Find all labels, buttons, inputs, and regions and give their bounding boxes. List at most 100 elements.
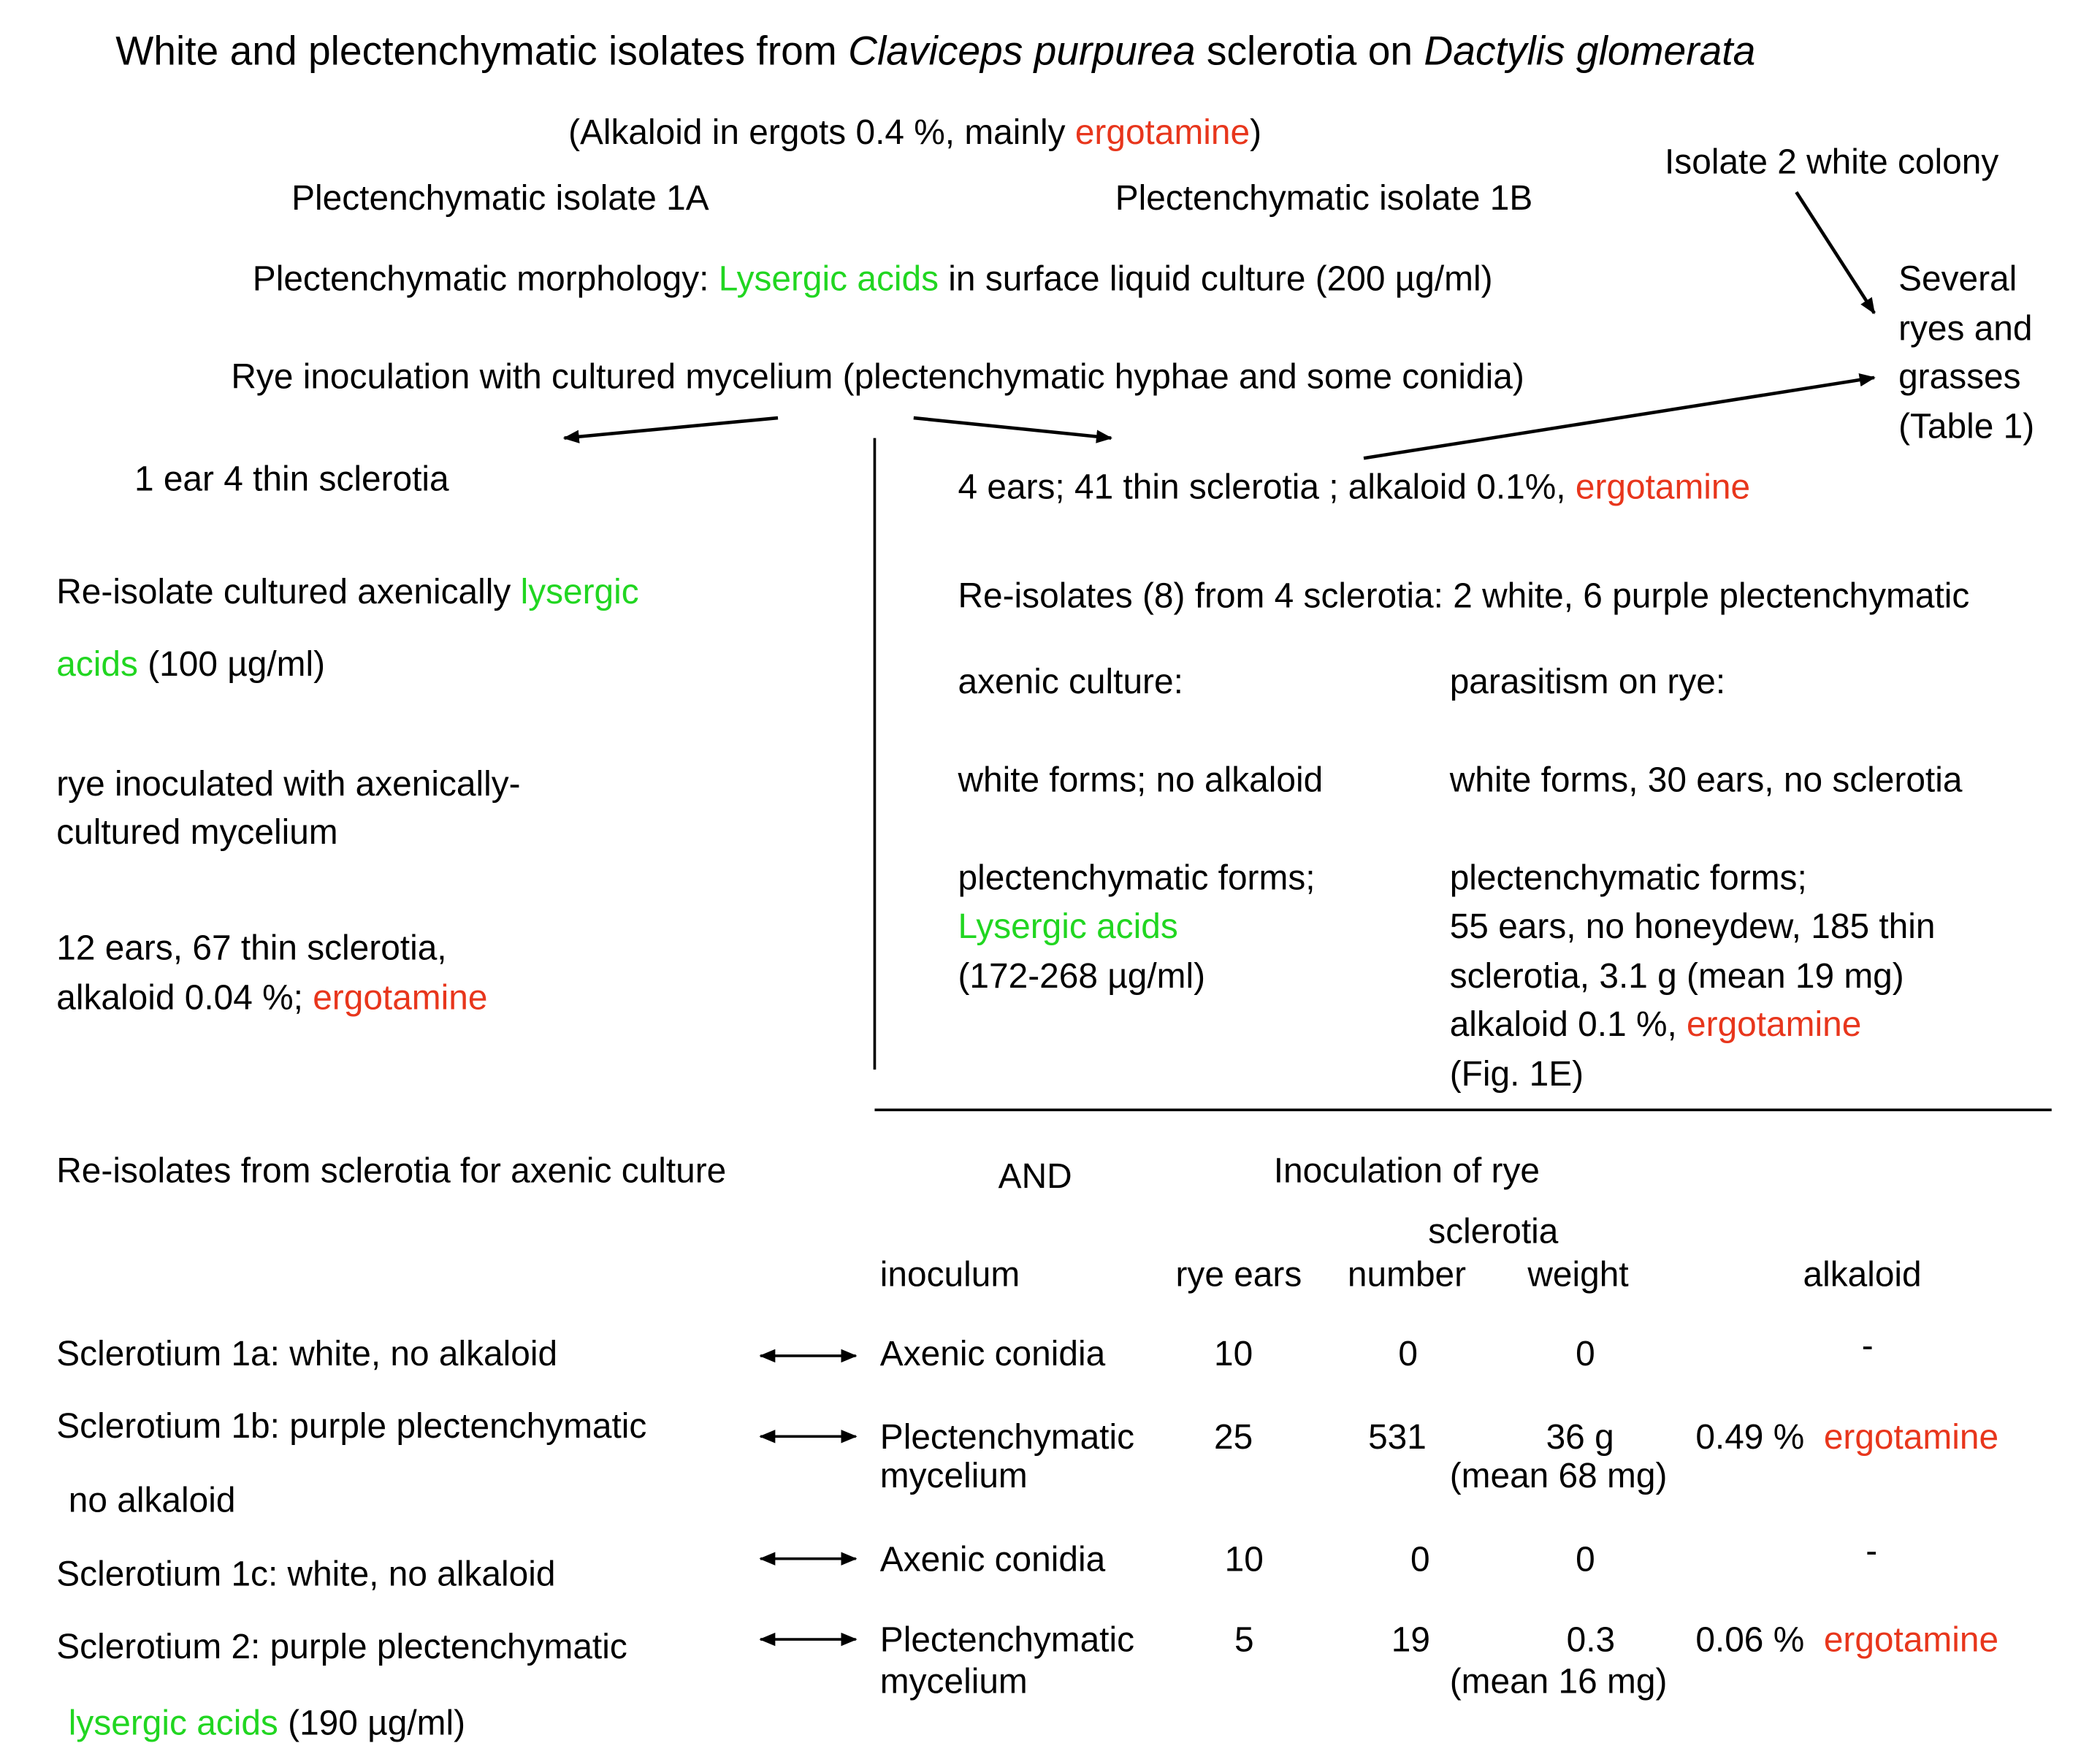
header-alkaloid: alkaloid: [1803, 1254, 1922, 1294]
row-4-sclerotium: Sclerotium 2: purple plectenchymatic: [56, 1625, 627, 1666]
title-text: White and plectenchymatic isolates from: [115, 29, 849, 75]
isolate-2-label: Isolate 2 white colony: [1665, 141, 1999, 182]
ergotamine-label: ergotamine: [1687, 1004, 1862, 1045]
row-4-inoculum-1: Plectenchymatic: [879, 1619, 1135, 1660]
inoculation-title: Inoculation of rye: [1273, 1150, 1540, 1191]
morphology-line: Plectenchymatic morphology: Lysergic aci…: [253, 261, 1493, 296]
header-inoculum: inoculum: [879, 1254, 1020, 1294]
row-4-sclerotium-alkaloid: lysergic acids (190 µg/ml): [69, 1705, 465, 1740]
several-ryes-line-2: ryes and: [1898, 308, 2033, 348]
row-1-ears: 10: [1213, 1332, 1253, 1373]
left-result-text: alkaloid 0.04 %;: [56, 977, 313, 1018]
lysergic-acids-label: lysergic acids: [68, 1702, 278, 1743]
row-2-inoculum-2: mycelium: [879, 1455, 1028, 1496]
row-2-ears: 25: [1213, 1416, 1253, 1457]
figure-title: White and plectenchymatic isolates from …: [115, 29, 1756, 75]
row-2-alkaloid: 0.49 % ergotamine: [1695, 1419, 1998, 1454]
plect-parasitism-line-1: plectenchymatic forms;: [1449, 857, 1807, 898]
ergotamine-label: ergotamine: [313, 977, 488, 1018]
row-4-number: 19: [1391, 1619, 1430, 1660]
row-3-ears: 10: [1224, 1538, 1264, 1579]
alkaloid-note: (Alkaloid in ergots 0.4 %, mainly ergota…: [568, 114, 1261, 149]
left-rye-inoc-line-2: cultured mycelium: [56, 811, 338, 853]
row-4-alkaloid: 0.06 % ergotamine: [1695, 1622, 1998, 1657]
plect-parasitism-alkaloid: alkaloid 0.1 %,: [1449, 1004, 1687, 1045]
row-4-ears: 5: [1234, 1619, 1254, 1660]
left-result-line-2: alkaloid 0.04 %; ergotamine: [56, 980, 487, 1015]
row-3-inoculum: Axenic conidia: [879, 1538, 1106, 1579]
title-text-mid: sclerotia on: [1195, 29, 1424, 75]
right-ears-result: 4 ears; 41 thin sclerotia ; alkaloid 0.1…: [958, 469, 1750, 504]
row-1-weight: 0: [1576, 1332, 1595, 1373]
row-3-sclerotium: Sclerotium 1c: white, no alkaloid: [56, 1553, 556, 1594]
reisolates-title: Re-isolates from sclerotia for axenic cu…: [56, 1150, 727, 1191]
acids-label: acids: [56, 644, 138, 685]
plect-axenic-line-1: plectenchymatic forms;: [958, 857, 1316, 898]
row-2-weight-mean: (mean 68 mg): [1449, 1455, 1668, 1496]
ergotamine-label: ergotamine: [1823, 1416, 1999, 1457]
left-reisolate-line-2: acids (100 µg/ml): [56, 647, 325, 682]
plect-parasitism-line-4: alkaloid 0.1 %, ergotamine: [1450, 1007, 1862, 1042]
row-2-sclerotium: Sclerotium 1b: purple plectenchymatic: [56, 1406, 647, 1446]
row-2-inoculum-1: Plectenchymatic: [879, 1416, 1135, 1457]
ergotamine-label: ergotamine: [1823, 1619, 1999, 1660]
isolate-1a-label: Plectenchymatic isolate 1A: [291, 177, 709, 218]
row-1-number: 0: [1398, 1332, 1418, 1373]
header-sclerotia: sclerotia: [1428, 1210, 1559, 1251]
plect-parasitism-fig-ref: (Fig. 1E): [1449, 1053, 1584, 1094]
row-1-inoculum: Axenic conidia: [879, 1332, 1106, 1373]
morphology-text-post: in surface liquid culture (200 µg/ml): [939, 258, 1493, 299]
morphology-text: Plectenchymatic morphology:: [252, 258, 719, 299]
left-ear-result: 1 ear 4 thin sclerotia: [134, 458, 449, 499]
several-ryes-line-1: Several: [1898, 258, 2017, 299]
arrow-to-left-branch: [562, 416, 779, 443]
lysergic-label: lysergic: [520, 571, 639, 611]
alkaloid-note-close: ): [1250, 111, 1262, 152]
title-species: Claviceps purpurea: [848, 29, 1196, 75]
several-ryes-line-3: grasses: [1898, 356, 2021, 397]
header-number: number: [1347, 1254, 1467, 1294]
row-3-number: 0: [1410, 1538, 1430, 1579]
ergotamine-label: ergotamine: [1074, 111, 1251, 152]
arrow-isolate2-to-ryes: [1795, 191, 1876, 315]
row-2-alkaloid-pct: 0.49 %: [1695, 1416, 1805, 1457]
plect-axenic-conc: (172-268 µg/ml): [958, 955, 1206, 996]
lysergic-acids-label: Lysergic acids: [718, 258, 939, 299]
and-label: AND: [998, 1155, 1072, 1197]
right-reisolates-line: Re-isolates (8) from 4 sclerotia: 2 whit…: [958, 575, 1970, 616]
row-2-weight: 36 g: [1546, 1416, 1614, 1457]
row-1-alkaloid: -: [1861, 1324, 1874, 1365]
row-3-weight: 0: [1576, 1538, 1595, 1579]
plect-parasitism-line-3: sclerotia, 3.1 g (mean 19 mg): [1449, 955, 1904, 996]
row-2-number: 531: [1368, 1416, 1427, 1457]
left-reisolate-line-1: Re-isolate cultured axenically lysergic: [56, 573, 638, 609]
row-4-alkaloid-pct: 0.06 %: [1695, 1619, 1805, 1660]
arrow-right-branch-to-ryes: [1363, 373, 1876, 460]
plect-axenic-lysergic: Lysergic acids: [958, 905, 1178, 946]
right-ears-text: 4 ears; 41 thin sclerotia ; alkaloid 0.1…: [958, 466, 1576, 507]
left-result-line-1: 12 ears, 67 thin sclerotia,: [56, 927, 447, 968]
header-weight: weight: [1527, 1254, 1629, 1294]
ergotamine-label: ergotamine: [1575, 466, 1751, 507]
several-ryes-line-4: (Table 1): [1898, 405, 2035, 446]
row-1-sclerotium: Sclerotium 1a: white, no alkaloid: [56, 1332, 558, 1373]
row-4-weight-mean: (mean 16 mg): [1449, 1660, 1668, 1701]
white-forms-parasitism: white forms, 30 ears, no sclerotia: [1449, 759, 1963, 800]
left-reisolate-conc: (100 µg/ml): [137, 644, 326, 685]
title-host: Dactylis glomerata: [1424, 29, 1756, 75]
header-rye-ears: rye ears: [1175, 1254, 1302, 1294]
left-reisolate-text: Re-isolate cultured axenically: [56, 571, 521, 611]
left-rye-inoc-line-1: rye inoculated with axenically-: [56, 763, 521, 804]
alkaloid-note-text: (Alkaloid in ergots 0.4 %, mainly: [568, 111, 1075, 152]
row-4-conc: (190 µg/ml): [278, 1702, 466, 1743]
axenic-culture-header: axenic culture:: [958, 660, 1183, 702]
isolate-1b-label: Plectenchymatic isolate 1B: [1115, 177, 1533, 218]
row-4-inoculum-2: mycelium: [879, 1660, 1028, 1701]
white-forms-axenic: white forms; no alkaloid: [958, 759, 1324, 800]
row-3-alkaloid: -: [1866, 1530, 1878, 1571]
parasitism-header: parasitism on rye:: [1449, 660, 1726, 702]
row-2-sclerotium-alkaloid: no alkaloid: [68, 1479, 236, 1520]
arrow-to-right-branch: [913, 416, 1113, 443]
